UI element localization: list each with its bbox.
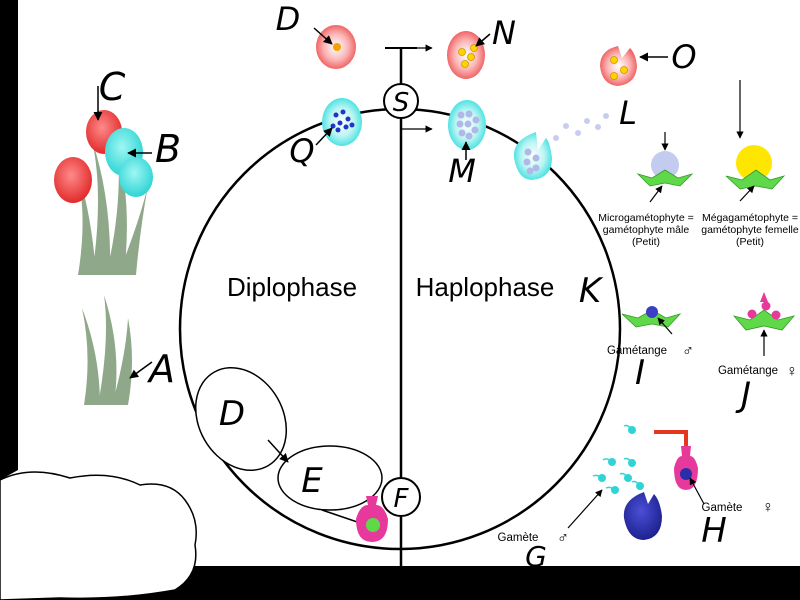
arrow-gamete-male	[567, 489, 603, 529]
gamete-male-caption: Gamète	[498, 532, 539, 544]
letter-q: Q	[289, 132, 314, 170]
letter-i: I	[635, 353, 645, 393]
meiosis-node	[383, 83, 419, 119]
bottom-left-scribble	[0, 471, 197, 600]
oosphere	[623, 492, 662, 540]
gametange-female-caption: Gamétange	[718, 365, 778, 377]
diplophase-label: Diplophase	[227, 272, 357, 302]
megagametophyte-caption-2: gamétophyte femelle	[701, 224, 799, 236]
dehiscent-microsporangium	[513, 132, 552, 180]
microgametophyte-leaf	[636, 169, 694, 187]
microspores-inside	[523, 148, 540, 175]
fertilized-archegone	[356, 496, 388, 542]
arrow-a	[129, 361, 153, 379]
circle-gap-right	[555, 362, 595, 402]
letter-n: N	[492, 14, 516, 52]
letter-o: O	[671, 38, 696, 76]
microgametophyte-caption-2: gamétophyte mâle	[603, 224, 690, 236]
megagametophyte-caption-3: (Petit)	[736, 236, 764, 248]
arrow-mega-pointer	[739, 185, 755, 202]
letter-m: M	[448, 152, 476, 190]
megagametophyte-caption-1: Mégagamétophyte =	[702, 212, 798, 224]
gametange-male-caption: Gamétange	[607, 345, 667, 357]
letter-c: C	[99, 65, 126, 109]
microgametophyte-caption-3: (Petit)	[632, 236, 660, 248]
dehiscent-megasporangium	[600, 46, 637, 86]
fertilization-node-label: F	[394, 484, 410, 514]
antherozoids	[592, 424, 644, 494]
arrow-d-top	[313, 27, 333, 45]
letter-b: B	[155, 127, 181, 171]
megaspores-inside	[610, 56, 628, 80]
left-edge-black-band	[0, 0, 18, 480]
male-symbol-gametange: ♂	[682, 343, 694, 360]
female-symbol-gamete: ♀	[762, 499, 774, 516]
fertilization-pathway	[654, 430, 688, 448]
arrow-q	[315, 127, 333, 146]
arrow-micro-pointer	[649, 185, 663, 203]
megaspore-tetrad-sporangium	[447, 31, 485, 79]
meiosis-node-label: S	[393, 88, 410, 118]
arrow-gamete-female	[689, 477, 705, 505]
megaspore-germinating	[736, 145, 772, 181]
young-sporophyte	[82, 295, 132, 405]
letter-l: L	[619, 94, 637, 132]
embryo-bubble-e-label: E	[301, 461, 323, 501]
archegonia	[747, 292, 781, 320]
female-symbol-gametange: ♀	[786, 363, 798, 380]
male-symbol-gamete: ♂	[557, 530, 569, 547]
microspore-mother-cells	[330, 109, 355, 133]
antheridium	[646, 306, 658, 318]
gamete-female-caption: Gamète	[702, 502, 743, 514]
microspore-tetrads	[456, 110, 480, 140]
arrow-antheridium	[657, 317, 673, 335]
zygote-bubble-d-label: D	[219, 394, 245, 434]
arrow-d-to-e	[267, 439, 289, 463]
letter-d-top: D	[276, 0, 301, 38]
male-gametophyte-leaf	[621, 309, 682, 328]
zygote-bubble-d	[194, 366, 288, 472]
microspore-germinating	[651, 151, 679, 179]
megaspore-mother-cell	[333, 43, 341, 51]
megagametophyte-leaf	[725, 169, 786, 190]
haplophase-label: Haplophase	[416, 272, 555, 302]
microgametophyte-caption-1: Microgamétophyte =	[598, 212, 693, 224]
mature-sporophyte	[54, 110, 153, 275]
arrow-n	[475, 33, 491, 47]
embryo-bubble-e	[277, 445, 383, 511]
letter-g: G	[525, 540, 547, 573]
fertilization-node	[381, 477, 421, 517]
letter-h: H	[701, 511, 727, 551]
letter-a: A	[146, 347, 175, 391]
released-microspores	[553, 113, 609, 141]
megaspore-tetrad	[458, 44, 478, 68]
letter-k: K	[579, 271, 604, 311]
